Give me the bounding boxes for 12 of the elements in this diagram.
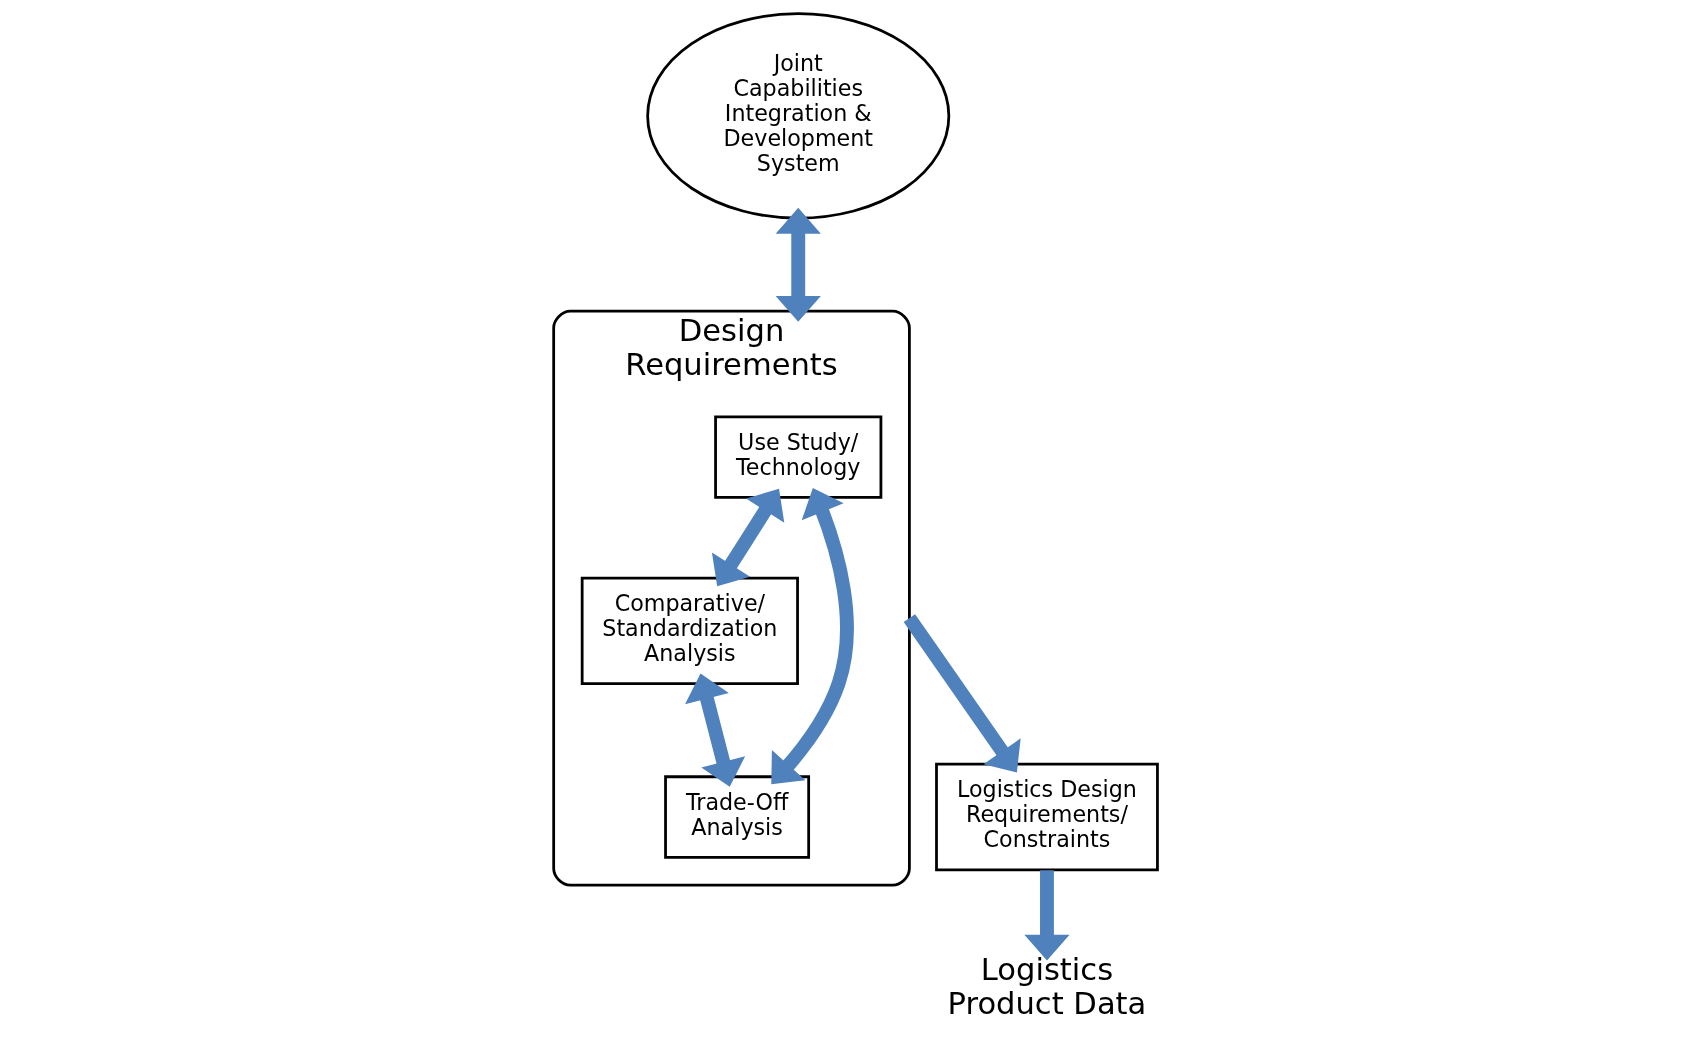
arrow <box>685 673 746 787</box>
arrow <box>903 614 1021 773</box>
node-text: Logistics Product Data <box>947 952 1147 1021</box>
node-box: Logistics Design Requirements/ Constraints <box>935 762 1159 872</box>
node-box: Trade-Off Analysis <box>664 775 811 859</box>
node-ellipse: Joint Capabilities Integration & Development System <box>646 12 951 220</box>
node-box: Comparative/ Standardization Analysis <box>580 576 799 685</box>
arrow <box>775 207 821 322</box>
node-box: Use Study/ Technology <box>714 415 883 499</box>
arrow <box>711 488 785 587</box>
arrow <box>1024 870 1070 961</box>
arrow <box>771 487 854 785</box>
